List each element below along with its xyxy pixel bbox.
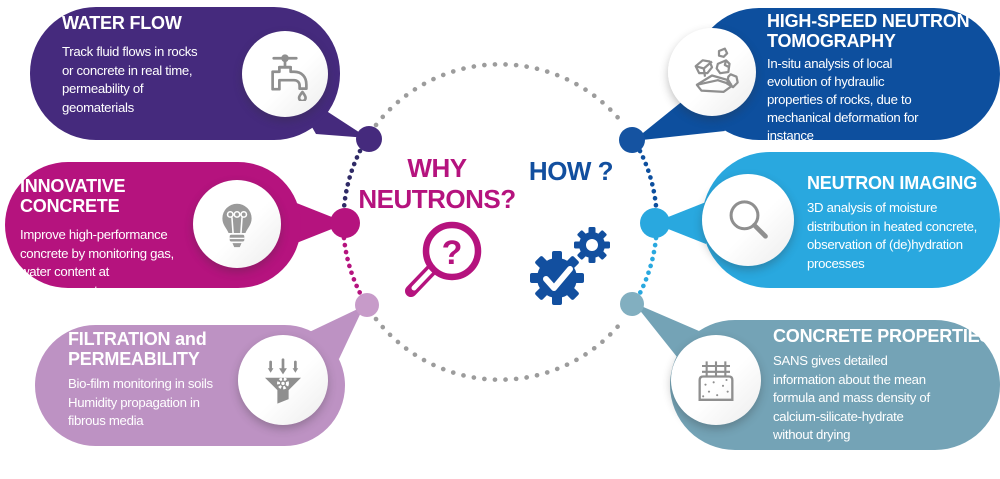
gears-check-icon [530,227,610,305]
dot-filtration [355,293,379,317]
why-neutrons-label: WHY NEUTRONS? [358,153,516,214]
title-high-speed-neutron-tomography: HIGH-SPEED NEUTRON TOMOGRAPHY [767,11,970,51]
title-innovative-concrete: INNOVATIVE CONCRETE [20,176,126,216]
tail-filtration [303,306,364,359]
title-filtration-permeability: FILTRATION and PERMEABILITY [68,329,207,369]
magnifying-glass-icon [702,174,794,266]
title-concrete-properties: CONCRETE PROPERTIES [773,326,992,346]
faucet-icon [242,31,328,117]
how-label: HOW ? [528,156,614,186]
funnel-filter-icon [238,335,328,425]
concrete-block-icon [671,335,761,425]
question-magnifier-icon: ? [405,221,482,297]
lightbulb-icon [193,180,281,268]
rock-fragments-icon [668,28,756,116]
dotted-arc-top [373,61,627,128]
title-water-flow: WATER FLOW [62,13,182,33]
body-innovative-concrete: Improve high-performance concrete by mon… [20,227,174,298]
body-water-flow: Track fluid flows in rocks or concrete i… [62,44,198,115]
title-neutron-imaging: NEUTRON IMAGING [807,173,977,193]
body-high-speed-neutron-tomography: In-situ analysis of local evolution of h… [767,56,919,143]
tail-neutron-imaging [653,202,706,244]
body-neutron-imaging: 3D analysis of moisture distribution in … [807,200,978,271]
dot-innovative-concrete [330,208,360,238]
body-filtration-permeability: Bio-film monitoring in soils Humidity pr… [68,376,213,428]
dot-neutron-imaging [640,208,670,238]
body-concrete-properties: SANS gives detailed information about th… [773,353,930,442]
dotted-arc-left-lower [341,235,363,296]
dotted-arc-bottom [373,316,627,383]
tail-concrete-properties [634,303,699,357]
dot-concrete-properties [620,292,644,316]
check-icon [543,266,573,291]
dotted-arc-left-upper [341,148,363,211]
dotted-arc-right-lower [637,235,659,296]
tail-innovative-concrete [294,202,347,244]
dotted-arc-right-upper [637,148,659,209]
dot-tomography [619,127,645,153]
dot-water-flow [356,126,382,152]
magnifier-question-mark: ? [442,234,463,272]
